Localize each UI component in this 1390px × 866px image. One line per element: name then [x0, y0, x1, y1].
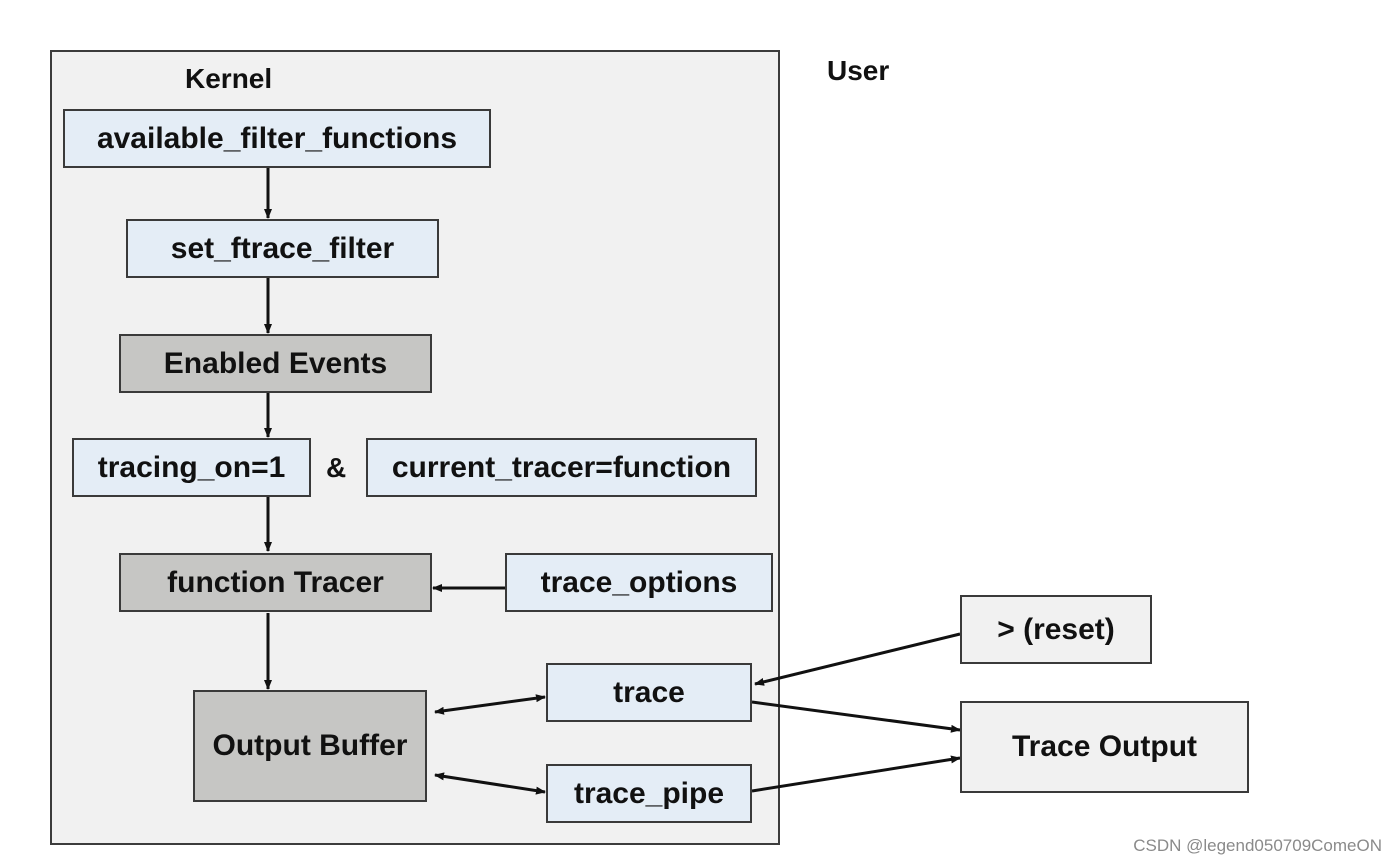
function-tracer-node: function Tracer	[119, 553, 432, 612]
output-buffer-node: Output Buffer	[193, 690, 427, 802]
trace-node: trace	[546, 663, 752, 722]
trace-output-node: Trace Output	[960, 701, 1249, 793]
edge-trace-to-trace-output	[751, 700, 961, 733]
available-filter-functions-node: available_filter_functions	[63, 109, 491, 168]
and-operator: &	[326, 452, 347, 483]
enabled-events-node: Enabled Events	[119, 334, 432, 393]
edge-reset-to-trace	[754, 632, 961, 686]
trace-options-node: trace_options	[505, 553, 773, 612]
kernel-heading: Kernel	[185, 63, 273, 94]
current-tracer-node: current_tracer=function	[366, 438, 757, 497]
tracing-on-node: tracing_on=1	[72, 438, 311, 497]
trace-pipe-node: trace_pipe	[546, 764, 752, 823]
edge-trace-pipe-to-trace-output	[751, 755, 961, 793]
reset-node: > (reset)	[960, 595, 1152, 664]
set-ftrace-filter-node: set_ftrace_filter	[126, 219, 439, 278]
user-heading: User	[827, 55, 890, 86]
watermark: CSDN @legend050709ComeON	[1133, 836, 1382, 855]
